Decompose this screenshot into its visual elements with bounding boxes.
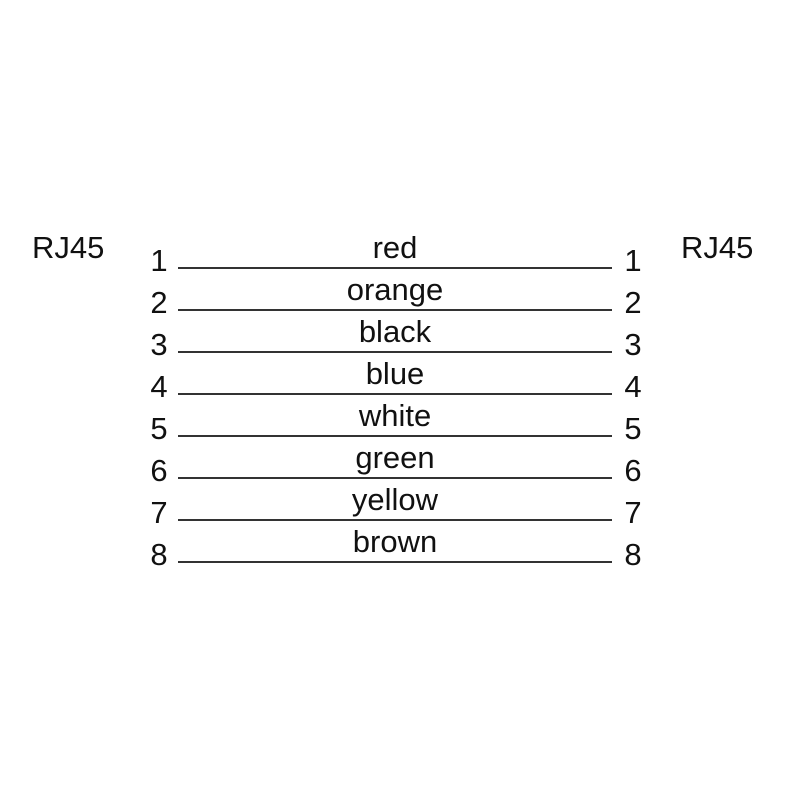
right-pin-number: 1 <box>624 243 642 278</box>
left-pin-number: 5 <box>150 411 168 446</box>
pin-row: 4 blue 4 <box>0 356 800 404</box>
left-pin-number: 7 <box>150 495 168 530</box>
left-pin-number: 4 <box>150 369 168 404</box>
wire-line <box>178 435 612 437</box>
wire-line <box>178 267 612 269</box>
pin-row: 8 brown 8 <box>0 524 800 572</box>
wire-color-label: yellow <box>351 482 439 517</box>
wire-color-label: red <box>372 230 418 265</box>
wire-line <box>178 351 612 353</box>
wire-line <box>178 393 612 395</box>
right-pin-number: 3 <box>624 327 642 362</box>
wire-line <box>178 519 612 521</box>
wire-color-label: brown <box>352 524 438 559</box>
right-pin-number: 5 <box>624 411 642 446</box>
wire-line <box>178 477 612 479</box>
pin-row: 5 white 5 <box>0 398 800 446</box>
pin-row: 6 green 6 <box>0 440 800 488</box>
pin-row: 1 red 1 <box>0 230 800 278</box>
right-pin-number: 8 <box>624 537 642 572</box>
pin-row: 3 black 3 <box>0 314 800 362</box>
right-pin-number: 2 <box>624 285 642 320</box>
wire-color-label: blue <box>365 356 425 391</box>
right-connector-label: RJ45 <box>681 230 754 265</box>
pin-row: 7 yellow 7 <box>0 482 800 530</box>
left-pin-number: 8 <box>150 537 168 572</box>
wire-color-label: orange <box>346 272 444 307</box>
wire-color-label: white <box>358 398 432 433</box>
right-pin-number: 7 <box>624 495 642 530</box>
wire-color-label: green <box>355 440 435 475</box>
wire-color-label: black <box>358 314 432 349</box>
right-pin-number: 4 <box>624 369 642 404</box>
left-pin-number: 1 <box>150 243 168 278</box>
left-pin-number: 3 <box>150 327 168 362</box>
pin-row: 2 orange 2 <box>0 272 800 320</box>
right-pin-number: 6 <box>624 453 642 488</box>
left-pin-number: 6 <box>150 453 168 488</box>
left-connector-label: RJ45 <box>32 230 105 265</box>
wire-line <box>178 309 612 311</box>
left-pin-number: 2 <box>150 285 168 320</box>
wire-line <box>178 561 612 563</box>
